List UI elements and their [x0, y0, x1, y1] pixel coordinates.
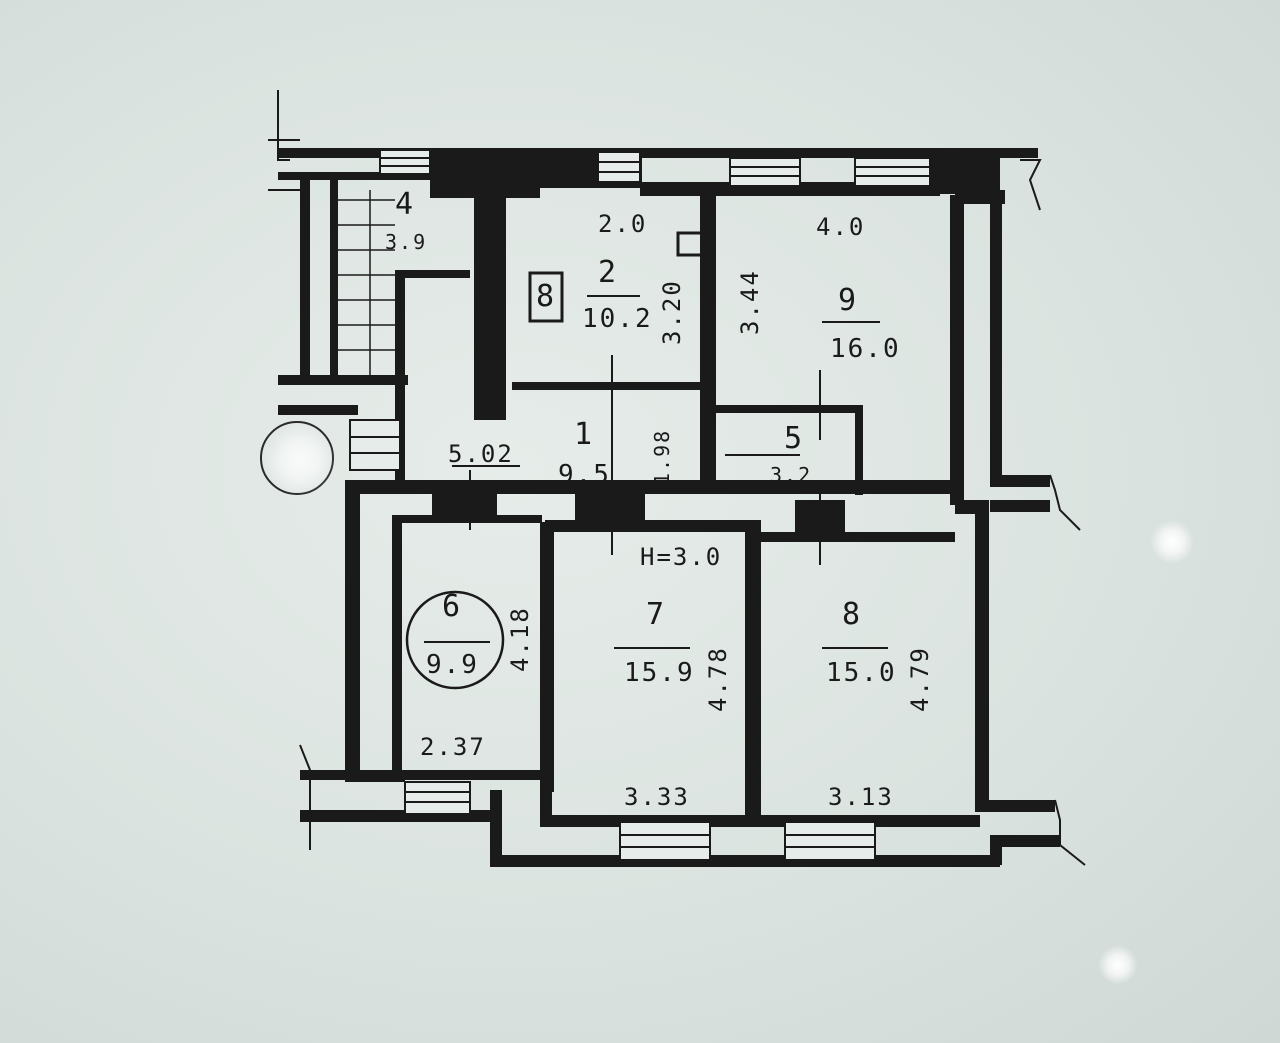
room-7-width: 3.33 [624, 783, 690, 811]
room-6-area: 9.9 [426, 650, 479, 680]
sink-symbol [676, 231, 704, 257]
room-6-number: 6 [442, 589, 463, 624]
room-4-number: 4 [395, 187, 416, 222]
room-9-width: 4.0 [816, 213, 866, 241]
corridor-length: 5.02 [448, 440, 514, 468]
section-cut-lines [268, 90, 1086, 866]
room-4-area: 3.9 [385, 230, 428, 254]
room-9-length: 3.44 [736, 269, 764, 335]
room-2-area: 10.2 [582, 304, 653, 334]
room-1-area: 9.5 [558, 460, 611, 490]
room-8-length: 4.79 [906, 646, 934, 712]
room-2-length: 3.20 [658, 279, 686, 345]
room-2-number: 2 [598, 255, 619, 290]
room-5-area: 3.2 [770, 463, 813, 487]
stove-label: 8 [536, 279, 557, 314]
room-7-length: 4.78 [704, 646, 732, 712]
light-glare [1150, 520, 1194, 564]
room-9-area: 16.0 [830, 334, 901, 364]
room-6-circle-mark [405, 590, 505, 690]
room-8-area: 15.0 [826, 658, 897, 688]
stairs [338, 190, 395, 375]
stove-symbol [528, 271, 564, 323]
room-5-number: 5 [784, 421, 805, 456]
room-7-area: 15.9 [624, 658, 695, 688]
room-6-width: 2.37 [420, 733, 486, 761]
room-1-number: 1 [574, 417, 595, 452]
room-6-length: 4.18 [506, 606, 534, 672]
room-8-width: 3.13 [828, 783, 894, 811]
room-8-number: 8 [842, 597, 863, 632]
room-9-number: 9 [838, 283, 859, 318]
room-2-width: 2.0 [598, 210, 648, 238]
room-7-number: 7 [646, 597, 667, 632]
dimension-ticks [424, 295, 888, 649]
interior-walls [360, 178, 960, 820]
corridor-width: 1.98 [650, 428, 674, 485]
light-glare [265, 425, 335, 495]
windows [349, 149, 931, 861]
ceiling-height: H=3.0 [640, 543, 723, 571]
light-glare [1098, 945, 1138, 985]
